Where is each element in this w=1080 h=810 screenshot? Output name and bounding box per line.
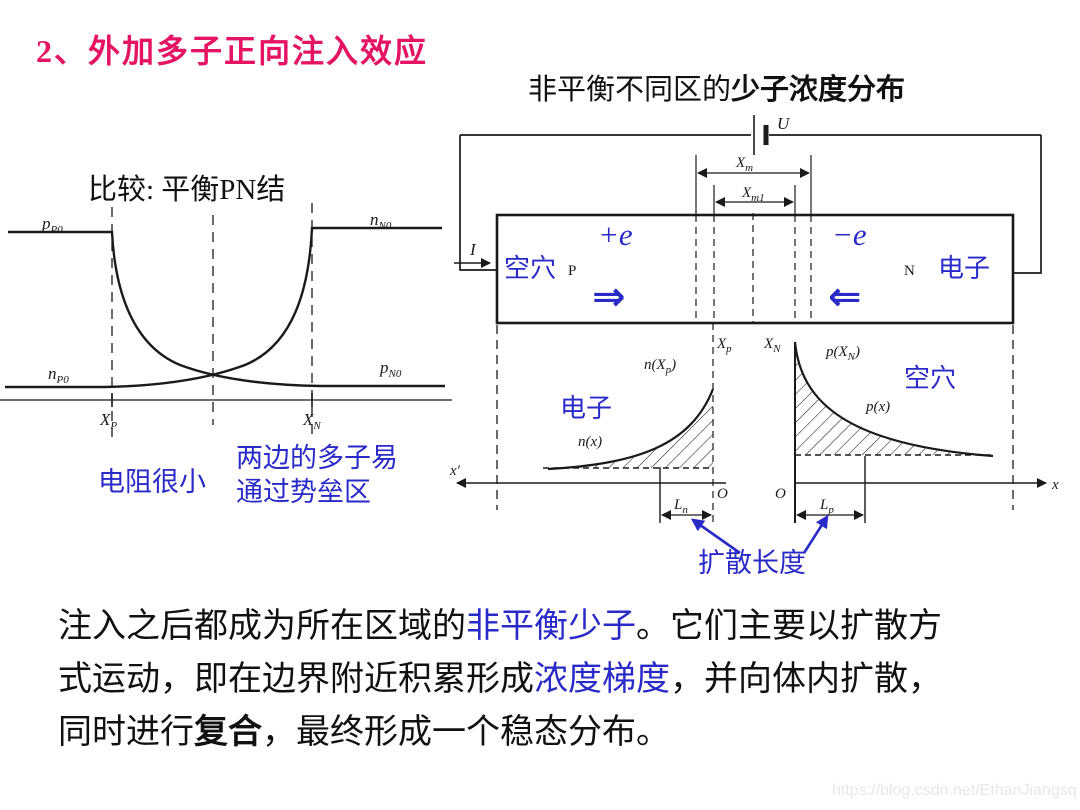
diffusion-callout-arrow-right bbox=[802, 514, 829, 554]
label-electrons-n-side: 电子 bbox=[938, 254, 990, 283]
note-majority-line2: 通过势垒区 bbox=[236, 477, 371, 507]
label-holes-p-side: 空穴 bbox=[504, 254, 556, 283]
label-holes-curve: 空穴 bbox=[904, 364, 956, 393]
label-current-I: I bbox=[469, 240, 477, 259]
label-minus-e: −e bbox=[832, 217, 867, 252]
electron-area-hatch bbox=[548, 389, 713, 468]
paragraph-text: ，最终形成一个稳态分布。 bbox=[262, 714, 670, 751]
wire-left bbox=[459, 135, 497, 271]
label-n-x: n(x) bbox=[578, 434, 602, 450]
label-nP0: nP0 bbox=[48, 364, 69, 386]
paragraph-highlight-blue: 非平衡少子 bbox=[466, 608, 636, 645]
hole-concentration-curve bbox=[8, 230, 445, 388]
paragraph-text: 。它们主要以扩散方 bbox=[636, 608, 942, 645]
label-voltage-U: U bbox=[777, 114, 791, 133]
note-majority-line1: 两边的多子易 bbox=[236, 443, 398, 473]
paragraph-highlight-blue: 浓度梯度 bbox=[534, 661, 670, 698]
label-Lp: Lp bbox=[819, 497, 834, 516]
label-Ln: Ln bbox=[673, 497, 688, 516]
label-nN0: nN0 bbox=[370, 210, 392, 232]
label-origin-left: O bbox=[717, 486, 728, 502]
paragraph-highlight-bold: 复合 bbox=[194, 714, 262, 751]
hole-distribution-curve bbox=[793, 341, 994, 458]
electron-distribution-curve bbox=[547, 388, 715, 471]
double-arrow-right-icon: ⇒ bbox=[592, 274, 626, 320]
note-low-resistance: 电阻很小 bbox=[98, 467, 206, 497]
paragraph-line-1: 注入之后都成为所在区域的非平衡少子。它们主要以扩散方 bbox=[58, 600, 1038, 653]
paragraph-text: 注入之后都成为所在区域的 bbox=[58, 608, 466, 645]
forward-injection-diagram: U I Xm Xm1 空穴 P +e ⇒ −e ⇐ N 电子 Xp XN n(X… bbox=[449, 114, 1059, 578]
label-plus-e: +e bbox=[598, 217, 633, 252]
minority-distribution-title-regular: 非平衡不同区的 bbox=[528, 74, 732, 106]
label-x: x bbox=[1051, 477, 1059, 493]
minority-distribution-title-bold: 少子浓度分布 bbox=[731, 74, 906, 106]
label-pN0: pN0 bbox=[379, 358, 402, 380]
paragraph-text: 式运动，即在边界附近积累形成 bbox=[58, 661, 534, 698]
label-XN-dist: XN bbox=[763, 336, 781, 355]
pn-bar bbox=[495, 213, 1015, 325]
label-Xm1: Xm1 bbox=[741, 185, 765, 204]
label-electrons-curve: 电子 bbox=[560, 394, 612, 423]
paragraph-line-3: 同时进行复合，最终形成一个稳态分布。 bbox=[58, 706, 1038, 759]
summary-paragraph: 注入之后都成为所在区域的非平衡少子。它们主要以扩散方 式运动，即在边界附近积累形… bbox=[58, 600, 1038, 759]
diffusion-callout-arrow-left bbox=[690, 518, 741, 555]
label-diffusion-length: 扩散长度 bbox=[698, 548, 806, 578]
label-region-P: P bbox=[568, 263, 576, 279]
label-Xp: Xp bbox=[716, 336, 732, 355]
label-Xm: Xm bbox=[735, 155, 753, 174]
note-majority-carriers: 两边的多子易 通过势垒区 bbox=[236, 441, 398, 509]
label-pP0: pP0 bbox=[41, 214, 63, 236]
equilibrium-pn-title: 比较: 平衡PN结 bbox=[88, 174, 286, 206]
double-arrow-left-icon: ⇐ bbox=[828, 274, 862, 320]
label-region-N: N bbox=[904, 263, 915, 279]
electron-concentration-curve bbox=[5, 226, 442, 389]
paragraph-text: ，并向体内扩散， bbox=[670, 661, 942, 698]
label-p-x: p(x) bbox=[865, 399, 890, 415]
equilibrium-pn-diagram: pP0 nN0 nP0 pN0 XP XN bbox=[0, 203, 452, 437]
label-p-XN: p(XN) bbox=[825, 344, 860, 363]
paragraph-text: 同时进行 bbox=[58, 714, 194, 751]
hole-area-hatch bbox=[795, 342, 993, 455]
label-x-prime: x′ bbox=[449, 463, 461, 479]
wire-right bbox=[1013, 135, 1042, 274]
page-title: 2、外加多子正向注入效应 bbox=[36, 33, 429, 69]
minority-distribution-title: 非平衡不同区的少子浓度分布 bbox=[528, 66, 905, 108]
label-n-Xp: n(Xp) bbox=[644, 357, 676, 376]
label-XN: XN bbox=[302, 410, 321, 432]
label-origin-right: O bbox=[775, 486, 786, 502]
label-XP: XP bbox=[99, 410, 117, 432]
watermark: https://blog.csdn.net/EthanJiangsq bbox=[832, 782, 1077, 799]
paragraph-line-2: 式运动，即在边界附近积累形成浓度梯度，并向体内扩散， bbox=[58, 653, 1038, 706]
